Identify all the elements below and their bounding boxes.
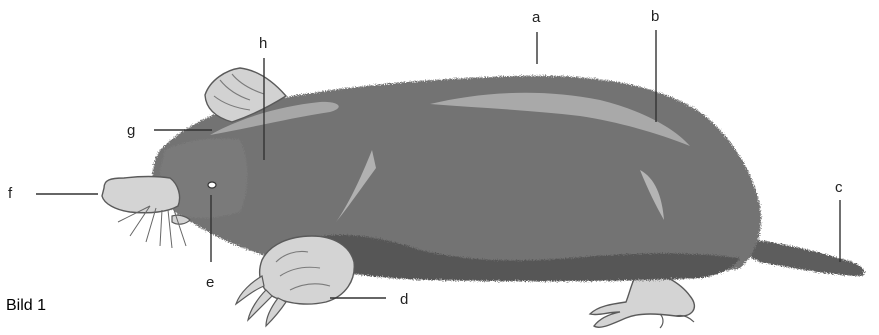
label-c: c	[835, 179, 843, 196]
label-a: a	[532, 9, 541, 26]
eye	[208, 182, 216, 188]
snout	[102, 177, 180, 213]
label-h: h	[259, 35, 267, 52]
label-g: g	[127, 122, 135, 139]
label-b: b	[651, 8, 659, 25]
label-d: d	[400, 291, 408, 308]
figure-caption: Bild 1	[6, 297, 46, 314]
label-e: e	[206, 274, 214, 291]
label-f: f	[8, 185, 13, 202]
tail	[740, 238, 864, 276]
